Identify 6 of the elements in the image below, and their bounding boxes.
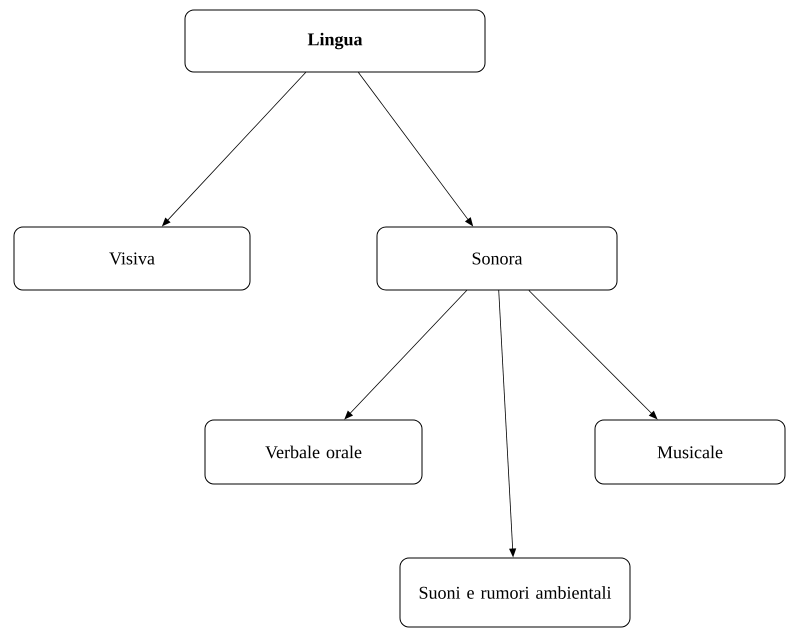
process-box: Visiva bbox=[14, 226, 250, 290]
process-box: Verbale orale bbox=[204, 420, 422, 484]
process-box: Musicale bbox=[594, 420, 786, 484]
process-box: Sonora bbox=[376, 226, 618, 290]
process-box: Lingua bbox=[184, 10, 486, 72]
process-box: Suoni e rumori ambientali bbox=[400, 558, 630, 628]
